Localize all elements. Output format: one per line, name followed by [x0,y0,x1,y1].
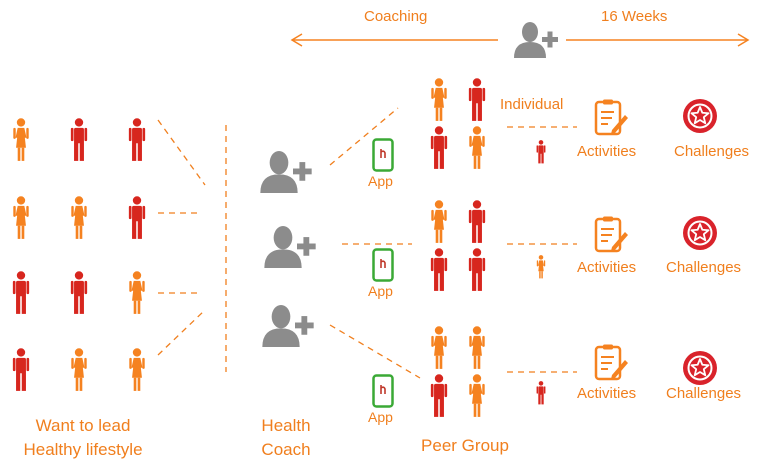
male-person-icon [70,271,88,314]
dashed-connectors [157,107,577,379]
female-person-icon [536,255,546,279]
female-person-icon [13,196,29,239]
coaching-arrow-head [290,33,303,47]
male-person-icon [430,374,448,417]
male-person-icon [468,200,486,243]
clipboard-checklist-icon [594,344,628,381]
health-coach-icon [264,226,316,268]
male-person-icon [430,126,448,169]
star-badge-icon [683,351,717,385]
app-label: App [368,283,393,299]
weeks-label: 16 Weeks [601,8,668,25]
activities-label: Activities [577,143,637,160]
female-person-icon [129,348,145,391]
male-person-icon [128,118,146,161]
want-to-lead-line2: Healthy lifestyle [23,440,143,459]
female-person-icon [431,78,447,121]
male-person-icon [70,118,88,161]
female-person-icon [431,200,447,243]
challenges-label: Challenges [666,259,742,276]
female-person-icon [71,348,87,391]
health-coach-line2: Coach [261,440,311,459]
star-badge-icon [683,99,717,133]
coaching-label: Coaching [364,8,428,25]
smartphone-app-icon [372,374,394,408]
add-user-icon [514,22,558,58]
app-label: App [368,409,393,425]
want-to-lead-line1: Want to lead [35,416,131,435]
smartphone-app-icon [372,138,394,172]
health-coach-line1: Health [261,416,311,435]
star-badge-icon [683,216,717,250]
female-person-icon [469,126,485,169]
health-coach-icon [260,151,312,193]
challenges-label: Challenges [674,143,750,160]
male-person-icon [468,248,486,291]
weeks-arrow-head [737,33,750,47]
challenges-label: Challenges [666,385,742,402]
clipboard-checklist-icon [594,216,628,253]
male-person-icon [128,196,146,239]
male-person-icon [536,381,546,405]
individual-label: Individual [500,96,564,113]
male-person-icon [12,271,30,314]
peer-group-label: Peer Group [421,436,509,455]
health-coach-label: Health Coach [250,414,322,462]
female-person-icon [129,271,145,314]
male-person-icon [468,78,486,121]
female-person-icon [431,326,447,369]
female-person-icon [469,326,485,369]
health-coach-icon [262,305,314,347]
activities-label: Activities [577,259,637,276]
app-label: App [368,173,393,189]
female-person-icon [13,118,29,161]
male-person-icon [430,248,448,291]
male-person-icon [536,140,546,164]
female-person-icon [469,374,485,417]
female-person-icon [71,196,87,239]
male-person-icon [12,348,30,391]
smartphone-app-icon [372,248,394,282]
clipboard-checklist-icon [594,99,628,136]
want-to-lead-label: Want to lead Healthy lifestyle [8,414,158,462]
activities-label: Activities [577,385,637,402]
